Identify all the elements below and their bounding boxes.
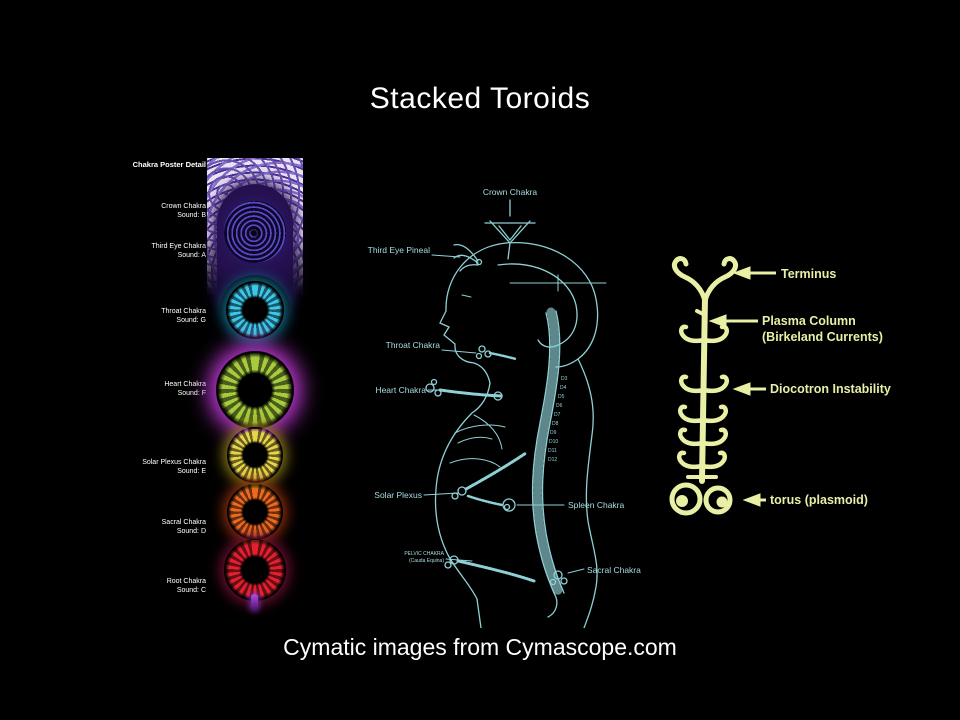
solar-plexus-chakra-toroid [227, 427, 283, 483]
svg-text:D3: D3 [561, 376, 568, 382]
body-diagram-labels: Crown Chakra Third Eye Pineal Throat Cha… [368, 187, 642, 575]
heart-chakra-label: Heart Chakra [375, 385, 426, 395]
sacral-chakra-label: Sacral Chakra [587, 565, 641, 575]
svg-text:D8: D8 [552, 421, 559, 427]
crown-chakra-label: Crown Chakra [483, 187, 538, 197]
label-solar-plexus-chakra: Solar Plexus Chakra Sound: E [142, 459, 206, 475]
plasma-figure-art [669, 256, 739, 516]
root-chakra-toroid [224, 539, 286, 601]
throat-chakra-flower [475, 345, 518, 361]
chakra-poster-image [207, 158, 303, 610]
svg-text:D7: D7 [554, 412, 561, 418]
svg-text:D11: D11 [548, 448, 557, 454]
chakra-poster-panel: Chakra Poster Detail Crown Chakra Sound:… [130, 158, 306, 614]
svg-text:D12: D12 [548, 457, 557, 463]
label-sacral-chakra: Sacral Chakra Sound: D [161, 519, 206, 535]
spleen-chakra-flower [502, 498, 516, 512]
plasma-column-label: Plasma Column [762, 314, 856, 328]
root-chakra-stem [251, 594, 258, 610]
body-chakra-diagram: Crown Chakra Third Eye Pineal Throat Cha… [368, 187, 642, 628]
vertebra-labels: D3 D4 D5 D6 D7 D8 D9 D10 D11 D12 [548, 376, 568, 463]
body-label-leaders [423, 254, 585, 574]
throat-chakra-label: Throat Chakra [386, 340, 441, 350]
diocotron-instability-label: Diocotron Instability [770, 382, 891, 396]
heart-chakra-flower [425, 378, 504, 401]
svg-text:D6: D6 [556, 403, 563, 409]
svg-text:D5: D5 [558, 394, 565, 400]
plasma-branches [676, 324, 730, 470]
heart-chakra-toroid [216, 351, 294, 429]
third-eye-pineal-label: Third Eye Pineal [368, 245, 430, 255]
label-throat-chakra: Throat Chakra Sound: G [161, 308, 206, 324]
throat-chakra-toroid [226, 281, 284, 339]
plasmoid-tori [669, 475, 733, 516]
solar-plexus-flower [451, 451, 528, 507]
spine-vertebrae [533, 307, 564, 598]
sacral-chakra-toroid [227, 484, 283, 540]
slide-title: Stacked Toroids [369, 82, 591, 115]
plasma-diagram-labels: Terminus Plasma Column (Birkeland Curren… [762, 267, 891, 507]
body-outline-art [423, 199, 607, 628]
plasma-column-diagram: Terminus Plasma Column (Birkeland Curren… [669, 256, 891, 516]
svg-text:D9: D9 [550, 430, 557, 436]
crown-chakra-toroid [224, 201, 286, 263]
plasma-label-arrows [708, 266, 776, 507]
terminus-label: Terminus [781, 267, 836, 281]
label-heart-chakra: Heart Chakra Sound: F [164, 381, 206, 397]
label-root-chakra: Root Chakra Sound: C [166, 578, 206, 594]
torus-plasmoid-label: torus (plasmoid) [770, 493, 868, 507]
solar-plexus-label: Solar Plexus [374, 490, 422, 500]
chakra-poster-title: Chakra Poster Detail [132, 160, 206, 169]
slide-caption: Cymatic images from Cymascope.com [283, 634, 677, 660]
pelvic-chakra-sublabel: (Cauda Equina) [409, 558, 444, 564]
birkeland-currents-label: (Birkeland Currents) [762, 330, 883, 344]
label-third-eye-chakra: Third Eye Chakra Sound: A [151, 243, 206, 259]
spleen-chakra-label: Spleen Chakra [568, 500, 625, 510]
svg-text:D4: D4 [560, 385, 567, 391]
label-crown-chakra: Crown Chakra Sound: B [161, 203, 206, 219]
pelvic-chakra-label: PELVIC CHAKRA [404, 551, 444, 557]
svg-text:D10: D10 [549, 439, 558, 445]
sacral-chakra-flower [549, 570, 568, 586]
